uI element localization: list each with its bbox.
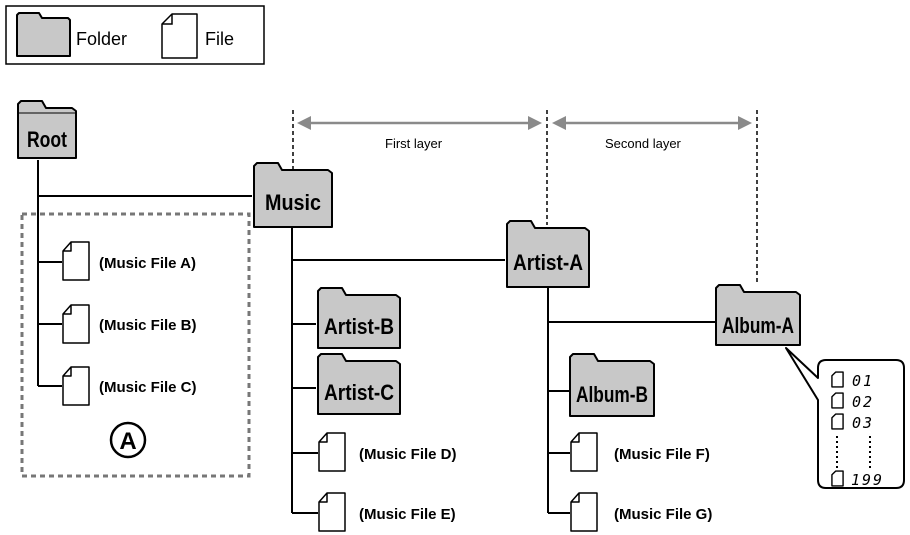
folder-album-a[interactable]: Album-A (715, 284, 801, 346)
file-icon (62, 366, 90, 406)
folder-icon (317, 353, 401, 415)
track-number-02: 02 (852, 393, 874, 411)
first-layer-label: First layer (385, 136, 443, 151)
first-layer-arrow (297, 116, 542, 130)
file-music-e[interactable]: (Music File E) (318, 492, 456, 532)
folder-artist-b-label: Artist-B (324, 314, 394, 339)
track-number-01: 01 (852, 372, 874, 390)
track-row-03: 03 (831, 413, 874, 432)
file-music-d[interactable]: (Music File D) (318, 432, 457, 472)
folder-icon (253, 162, 333, 228)
file-music-c-label: (Music File C) (99, 379, 197, 396)
legend-folder-label: Folder (76, 29, 127, 49)
legend-file-label: File (205, 29, 234, 49)
folder-music[interactable]: Music (253, 162, 333, 228)
track-number-03: 03 (852, 414, 874, 432)
file-music-b[interactable]: (Music File B) (62, 304, 197, 344)
file-icon (62, 241, 90, 281)
folder-icon (317, 287, 401, 349)
marker-a-label: A (119, 428, 136, 455)
file-music-f[interactable]: (Music File F) (570, 432, 710, 472)
file-icon (831, 371, 844, 388)
track-number-199: 199 (851, 471, 884, 489)
folder-album-b-label: Album-B (576, 382, 648, 407)
file-icon (318, 492, 346, 532)
folder-artist-c-label: Artist-C (324, 380, 394, 405)
folder-artist-a[interactable]: Artist-A (506, 220, 590, 288)
folder-icon (715, 284, 801, 346)
file-music-g-label: (Music File G) (614, 506, 712, 523)
album-a-callout: 01 02 03 199 (785, 347, 905, 489)
track-row-01: 01 (831, 371, 874, 390)
folder-root[interactable]: Root (17, 100, 77, 159)
folder-root-label: Root (27, 127, 68, 152)
file-music-g[interactable]: (Music File G) (570, 492, 712, 532)
track-row-199: 199 (831, 470, 884, 489)
folder-artist-a-label: Artist-A (513, 250, 583, 275)
file-music-a[interactable]: (Music File A) (62, 241, 196, 281)
file-music-b-label: (Music File B) (99, 317, 197, 334)
tree-lines (37, 160, 716, 514)
file-icon (831, 470, 844, 487)
folder-icon (16, 12, 71, 57)
folder-artist-b[interactable]: Artist-B (317, 287, 401, 349)
folder-music-label: Music (265, 190, 321, 215)
track-row-02: 02 (831, 392, 874, 411)
layer-guides: First layer Second layer (292, 110, 758, 285)
file-music-d-label: (Music File D) (359, 446, 457, 463)
folder-icon (17, 100, 77, 159)
file-music-c[interactable]: (Music File C) (62, 366, 197, 406)
folder-album-a-label: Album-A (722, 313, 794, 338)
file-icon (570, 492, 598, 532)
file-music-a-label: (Music File A) (99, 255, 196, 272)
second-layer-arrow (552, 116, 752, 130)
file-icon (831, 392, 844, 409)
file-icon (570, 432, 598, 472)
root-files-group-box (20, 212, 251, 478)
folder-icon (569, 353, 655, 417)
file-music-e-label: (Music File E) (359, 506, 456, 523)
file-icon (318, 432, 346, 472)
second-layer-label: Second layer (605, 136, 682, 151)
folder-icon (506, 220, 590, 288)
ellipsis-dots (836, 436, 871, 470)
folder-artist-c[interactable]: Artist-C (317, 353, 401, 415)
marker-a-circle (109, 421, 147, 459)
file-icon (831, 413, 844, 430)
legend: Folder File (5, 5, 265, 65)
file-icon (161, 13, 198, 59)
file-icon (62, 304, 90, 344)
folder-album-b[interactable]: Album-B (569, 353, 655, 417)
marker-a: A (109, 421, 147, 459)
file-music-f-label: (Music File F) (614, 446, 710, 463)
